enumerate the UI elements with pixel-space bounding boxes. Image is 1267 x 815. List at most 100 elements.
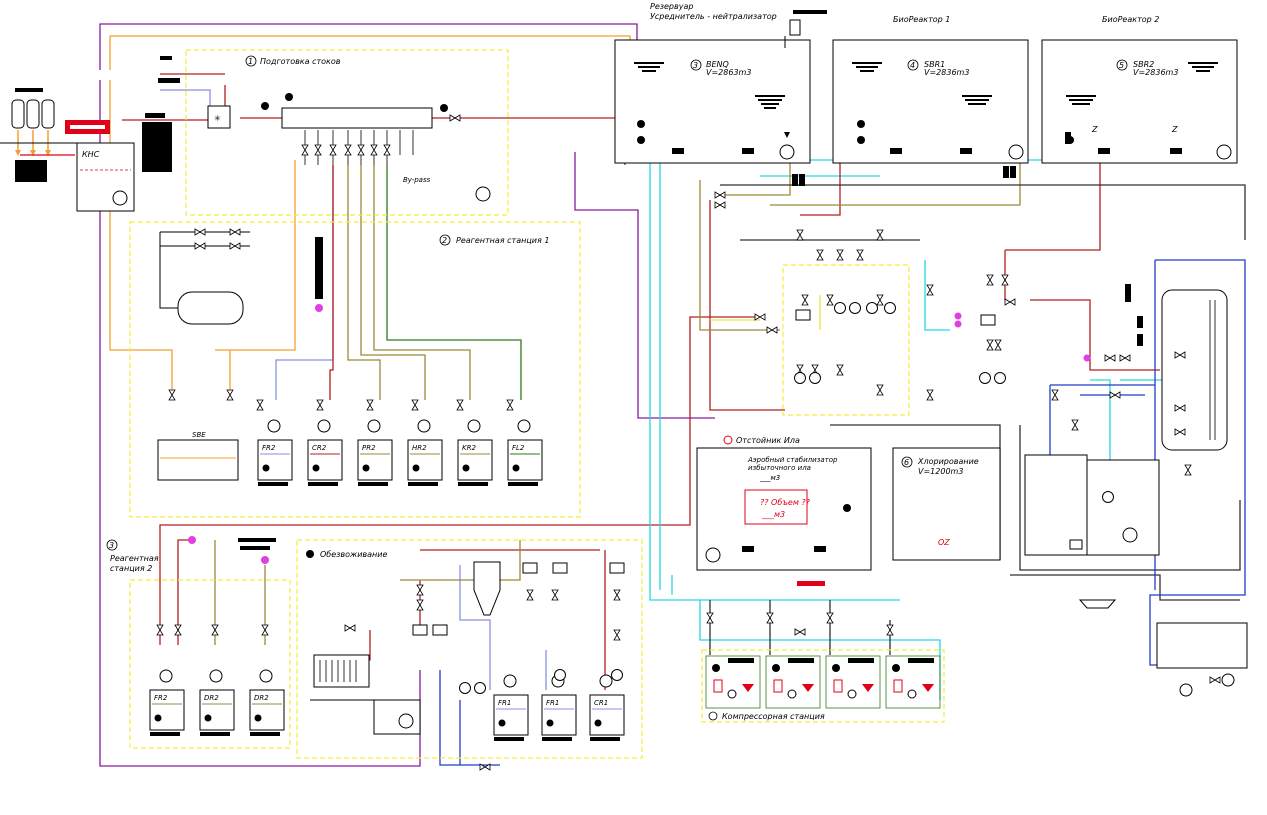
valve-icon[interactable] [526, 589, 534, 601]
section3-num: 3 [109, 541, 114, 550]
pump-icon [554, 669, 566, 681]
valve-icon[interactable] [836, 364, 844, 376]
valve-icon[interactable] [826, 612, 834, 624]
valve-icon[interactable] [416, 584, 424, 596]
valve-icon[interactable] [876, 294, 884, 306]
valve-icon[interactable] [836, 249, 844, 261]
valve-icon[interactable] [1174, 404, 1186, 412]
valve-icon[interactable] [329, 144, 337, 156]
valve-icon[interactable] [211, 624, 219, 636]
tank-sludge: Отстойник Ила Аэробный стабилизатор избы… [696, 435, 872, 571]
valve-icon[interactable] [344, 624, 356, 632]
valve-icon[interactable] [1051, 389, 1059, 401]
valve-icon[interactable] [316, 399, 324, 411]
valve-icon[interactable] [794, 628, 806, 636]
valve-icon[interactable] [344, 144, 352, 156]
sensor-icon [1137, 316, 1143, 328]
valve-icon[interactable] [994, 339, 1002, 351]
heat-exchanger-icon [432, 624, 448, 636]
valve-icon[interactable] [456, 399, 464, 411]
valve-icon[interactable] [986, 339, 994, 351]
valve-icon[interactable] [416, 599, 424, 611]
valve-icon[interactable] [194, 228, 206, 236]
valve-icon[interactable] [168, 389, 176, 401]
valve-icon[interactable] [261, 624, 269, 636]
dewater-tank-2-label: FR1 [546, 699, 559, 707]
dewater-tank-1: FR1 [493, 674, 529, 741]
valve-icon[interactable] [411, 399, 419, 411]
valve-icon[interactable] [1174, 351, 1186, 359]
compressor-unit-3 [825, 655, 881, 709]
valve-icon[interactable] [357, 144, 365, 156]
valve-icon[interactable] [714, 201, 726, 209]
valve-icon[interactable] [926, 389, 934, 401]
valve-icon[interactable] [926, 284, 934, 296]
valve-icon[interactable] [714, 191, 726, 199]
valve-icon[interactable] [1174, 428, 1186, 436]
compressor-title: Компрессорная станция [722, 712, 825, 721]
sensor-icon [1003, 166, 1009, 178]
valve-icon[interactable] [766, 612, 774, 624]
reagent2-tank-2: DR2 [199, 669, 235, 736]
valve-icon[interactable] [194, 242, 206, 250]
valve-icon[interactable] [796, 229, 804, 241]
reagent-tank-6: FL2 [507, 419, 543, 486]
valve-icon[interactable] [229, 242, 241, 250]
zone-wastewater-prep [185, 49, 509, 216]
valve-icon[interactable] [229, 228, 241, 236]
valve-icon[interactable] [383, 144, 391, 156]
valve-icon[interactable] [816, 249, 824, 261]
valve-icon[interactable] [370, 144, 378, 156]
sludge-desc-1: Аэробный стабилизатор [747, 456, 838, 464]
chlor-title: Хлорирование [917, 457, 979, 466]
valve-icon[interactable] [256, 399, 264, 411]
tank-aeration-column [1161, 289, 1228, 451]
air-receiver [159, 231, 250, 325]
valve-icon[interactable] [1209, 676, 1221, 684]
valve-icon[interactable] [613, 589, 621, 601]
reagent2-tank-3: DR2 [249, 669, 285, 736]
tag-column [315, 237, 323, 299]
valve-icon[interactable] [1001, 274, 1009, 286]
valve-icon[interactable] [886, 624, 894, 636]
valve-icon[interactable] [856, 249, 864, 261]
sludge-volume-1: ?? Объем ?? [760, 498, 811, 507]
valve-icon[interactable] [613, 629, 621, 641]
valve-icon[interactable] [156, 624, 164, 636]
valve-icon[interactable] [801, 294, 809, 306]
sensor-icon [799, 174, 805, 186]
section2-title: Реагентная станция 1 [456, 236, 549, 245]
valve-icon[interactable] [826, 294, 834, 306]
valve-icon[interactable] [1071, 419, 1079, 431]
bioreactor2-title: БиоРеактор 2 [1102, 15, 1159, 24]
dosing-indicator [784, 10, 827, 48]
valve-icon[interactable] [449, 114, 461, 122]
svg-text:Z: Z [1091, 125, 1098, 134]
valve-icon[interactable] [754, 313, 766, 321]
filter-press [310, 654, 375, 701]
valve-icon[interactable] [479, 763, 491, 771]
valve-icon[interactable] [1184, 464, 1192, 476]
reagent-tank-5-label: KR2 [462, 444, 476, 452]
valve-icon[interactable] [366, 399, 374, 411]
bypass-label: By-pass [403, 176, 431, 184]
bioreactor1-title: БиоРеактор 1 [893, 15, 950, 24]
valve-icon[interactable] [706, 612, 714, 624]
valve-icon[interactable] [314, 144, 322, 156]
valve-icon[interactable] [301, 144, 309, 156]
valve-icon[interactable] [876, 229, 884, 241]
valve-icon[interactable] [506, 399, 514, 411]
valve-icon[interactable] [986, 274, 994, 286]
reservoir-subtitle: Усреднитель - нейтрализатор [650, 12, 777, 21]
valve-icon[interactable] [174, 624, 182, 636]
valve-icon[interactable] [226, 389, 234, 401]
valve-icon[interactable] [1109, 391, 1121, 399]
valve-icon[interactable] [551, 589, 559, 601]
valve-icon[interactable] [876, 384, 884, 396]
valve-icon[interactable] [1119, 354, 1131, 362]
valve-icon[interactable] [766, 326, 778, 334]
valve-icon[interactable] [1104, 354, 1116, 362]
valve-icon[interactable] [1004, 298, 1016, 306]
